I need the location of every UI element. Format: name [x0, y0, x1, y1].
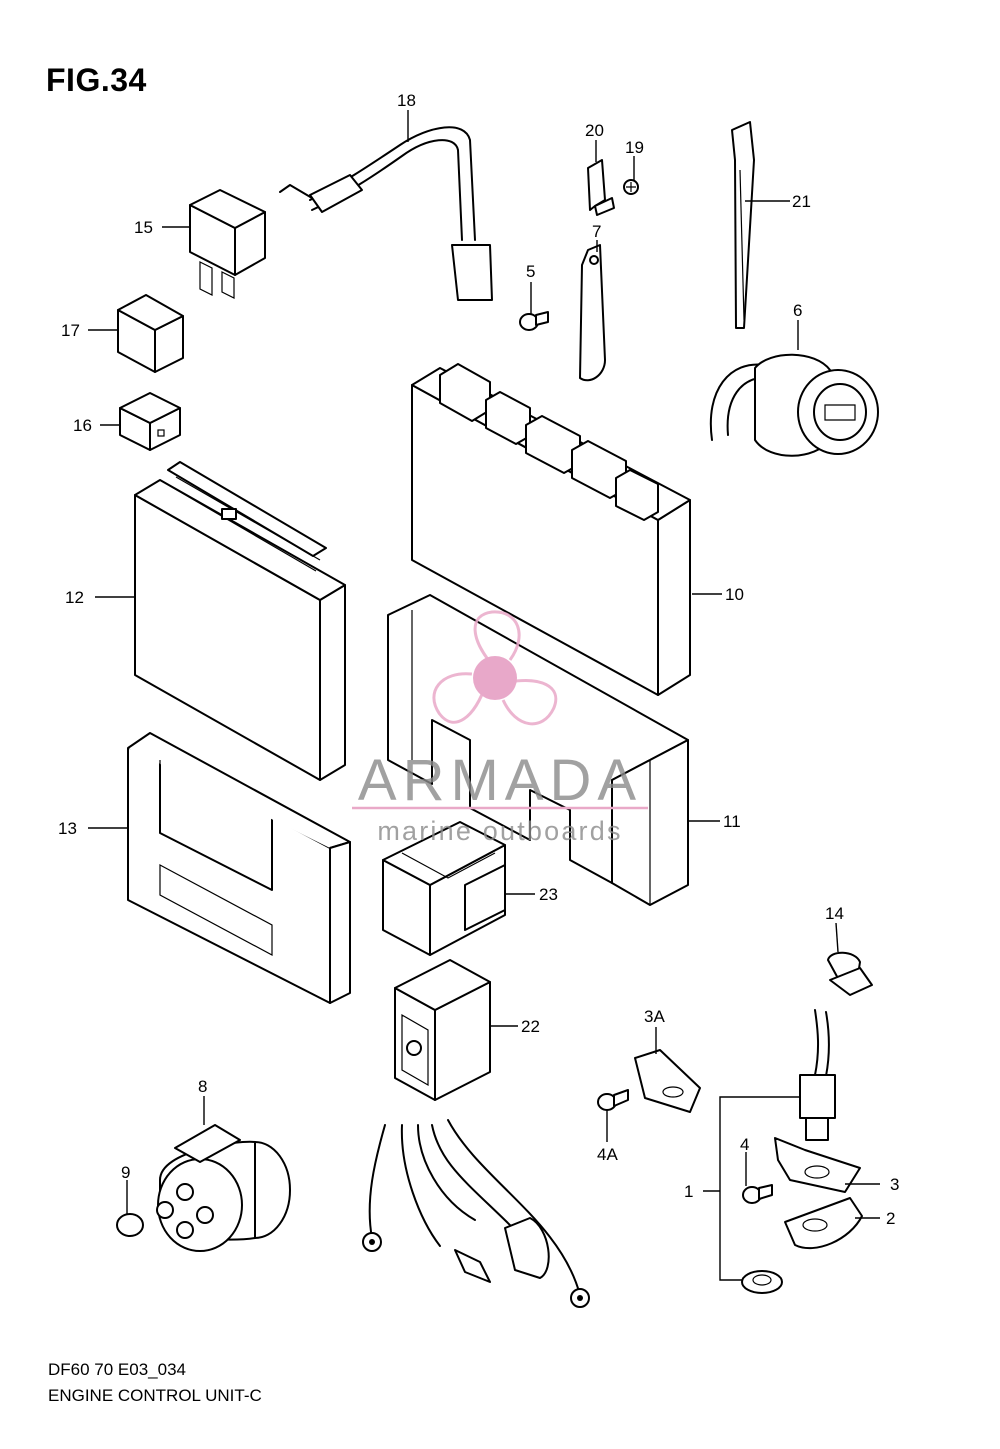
- part-5-bolt: [519, 311, 549, 331]
- callout-14: 14: [825, 904, 844, 923]
- callout-7: 7: [592, 222, 601, 241]
- callout-19: 19: [625, 138, 644, 157]
- part-7-ground-strap: [579, 244, 606, 382]
- callout-8: 8: [198, 1077, 207, 1096]
- callout-15: 15: [134, 218, 153, 237]
- figure-caption: ENGINE CONTROL UNIT-C: [48, 1386, 262, 1405]
- part-17-relay: [117, 294, 184, 373]
- part-1-thermo-switch: [741, 1009, 836, 1294]
- callout-5: 5: [526, 262, 535, 281]
- watermark: ARMADA marine outboards: [352, 610, 648, 846]
- callout-2: 2: [886, 1209, 895, 1228]
- callout-4a: 4A: [597, 1145, 618, 1164]
- model-code: DF60 70 E03_034: [48, 1360, 186, 1379]
- callout-3: 3: [890, 1175, 899, 1194]
- part-4-bolt: [742, 1184, 773, 1204]
- callout-3a: 3A: [644, 1007, 665, 1026]
- part-22-relay-harness: [362, 959, 590, 1308]
- callout-16: 16: [73, 416, 92, 435]
- part-9-cap: [116, 1213, 144, 1237]
- part-2-bracket: [784, 1197, 863, 1250]
- part-23-cap: [382, 821, 506, 956]
- callout-20: 20: [585, 121, 604, 140]
- part-3-plate: [774, 1137, 861, 1193]
- part-13-ecu-case: [127, 732, 351, 1004]
- callout-17: 17: [61, 321, 80, 340]
- callout-11: 11: [723, 812, 741, 831]
- part-8-connector: [156, 1124, 291, 1252]
- part-18-switch-harness: [279, 126, 493, 301]
- callout-9: 9: [121, 1163, 130, 1182]
- callout-6: 6: [793, 301, 802, 320]
- callout-1: 1: [684, 1182, 693, 1201]
- callout-23: 23: [539, 885, 558, 904]
- callout-4: 4: [740, 1135, 749, 1154]
- part-15-relay: [189, 189, 266, 299]
- callout-21: 21: [792, 192, 811, 211]
- part-14-clamp: [827, 951, 873, 996]
- callout-labels: 18 20 19 21 15 7 5 6 17 16 12 10 11 13 2…: [58, 91, 899, 1228]
- armada-logo-icon: [432, 610, 558, 726]
- callout-12: 12: [65, 588, 84, 607]
- callout-13: 13: [58, 819, 77, 838]
- part-6-gauge: [709, 353, 879, 457]
- callout-22: 22: [521, 1017, 540, 1036]
- part-19-screw: [623, 179, 639, 195]
- part-20-bracket: [587, 159, 615, 216]
- watermark-tagline: marine outboards: [377, 816, 622, 846]
- part-12-ecu: [134, 461, 346, 781]
- part-4a-bolt: [597, 1089, 629, 1111]
- callout-10: 10: [725, 585, 744, 604]
- watermark-name: ARMADA: [358, 748, 642, 813]
- part-10-ecm: [411, 363, 691, 696]
- part-21-cable-tie: [731, 121, 755, 329]
- part-11-ecm-case: [387, 594, 689, 906]
- leader-lines: [88, 110, 880, 1281]
- part-3a-plate: [634, 1049, 701, 1113]
- part-16-relay: [119, 392, 181, 451]
- callout-18: 18: [397, 91, 416, 110]
- figure-title: FIG.34: [46, 62, 147, 98]
